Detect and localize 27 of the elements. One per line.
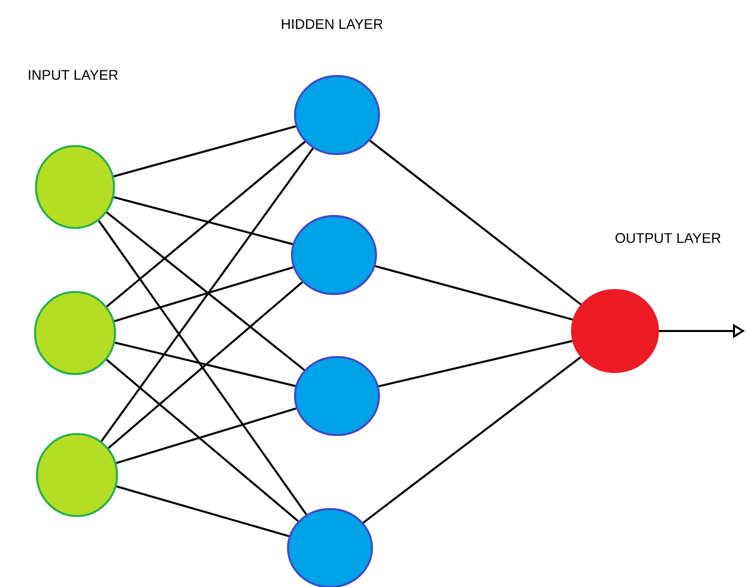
connection-line [114, 196, 293, 246]
neuron-circle [34, 291, 116, 375]
neuron-circle [287, 508, 373, 587]
connection-line [98, 220, 308, 516]
neuron-circle [571, 289, 659, 373]
layer-label: INPUT LAYER [28, 70, 118, 80]
neuron-circle [294, 75, 380, 155]
connection-line [378, 340, 572, 388]
neuron-circle [35, 145, 115, 229]
connection-line [114, 342, 296, 387]
connection-line [113, 125, 296, 178]
layer-label: HIDDEN LAYER [282, 19, 383, 29]
connection-line [362, 356, 582, 524]
neuron-circle [291, 215, 377, 295]
connection-line [116, 407, 296, 464]
connection-line [369, 140, 582, 306]
neuron-circle [36, 433, 118, 517]
connection-line [114, 266, 294, 322]
connection-line [100, 148, 314, 442]
neuron-circle [294, 356, 380, 436]
layer-label: OUTPUT LAYER [616, 233, 721, 243]
connection-line [106, 140, 306, 308]
connection-line [116, 485, 290, 538]
connection-line [108, 281, 304, 449]
connection-line [106, 212, 305, 371]
connection-line [375, 265, 573, 321]
connection-line [106, 358, 299, 522]
